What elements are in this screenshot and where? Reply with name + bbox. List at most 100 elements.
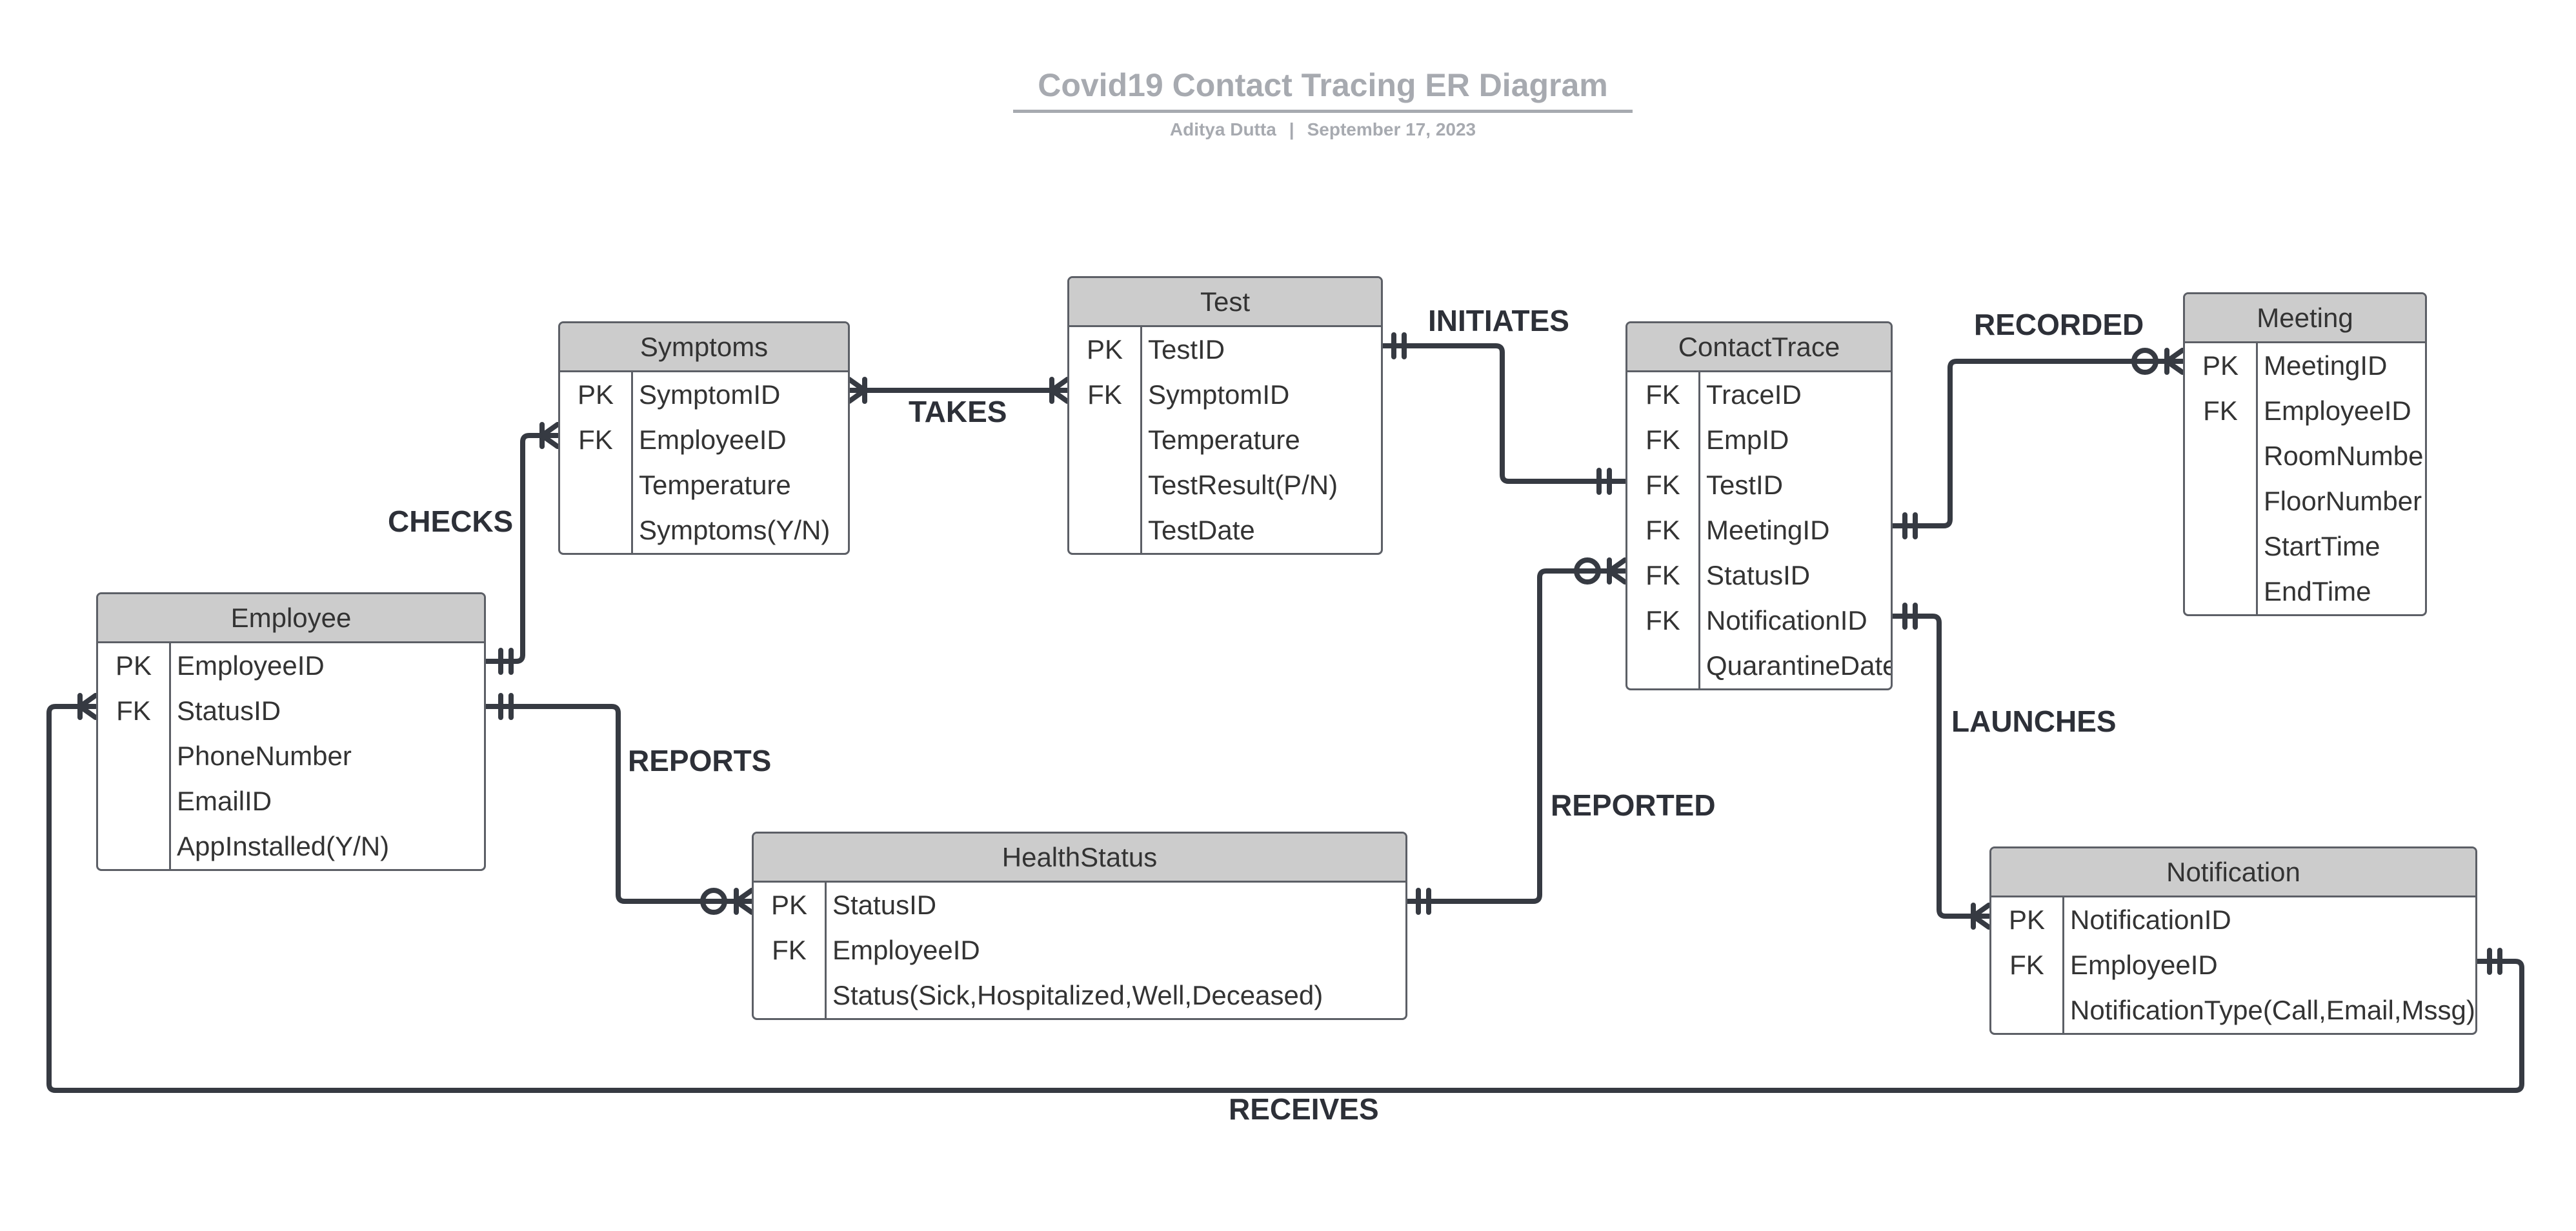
attribute-row: PhoneNumber [98,734,484,779]
key-label: PK [577,379,614,410]
key-label: FK [1645,470,1680,500]
attribute-row: StartTime [2185,524,2425,569]
relationship-label-checks: CHECKS [388,505,514,538]
attribute-row: Temperature [560,463,848,508]
attribute-name: EmployeeID [2264,395,2411,426]
attribute-name: Status(Sick,Hospitalized,Well,Deceased) [832,980,1323,1010]
attribute-name: StartTime [2264,531,2380,561]
attribute-name: NotificationID [2070,905,2231,935]
relationship-label-receives: RECEIVES [1229,1092,1379,1126]
attribute-name: SymptomID [639,379,781,410]
attribute-name: StatusID [177,696,281,726]
subtitle-separator: | [1289,119,1294,139]
attribute-name: FloorNumber [2264,486,2422,516]
entity-header: Meeting [2185,294,2425,343]
author-name: Aditya Dutta [1169,119,1276,139]
attribute-name: RoomNumber [2264,441,2427,471]
attribute-row: EmailID [98,779,484,824]
relationship-label-reported: REPORTED [1551,788,1716,822]
attribute-row: FloorNumber [2185,479,2425,524]
attribute-name: EmployeeID [639,425,787,455]
attribute-row: AppInstalled(Y/N) [98,824,484,869]
key-label: PK [2008,905,2046,935]
key-label: FK [578,425,613,455]
attribute-name: MeetingID [2264,350,2388,381]
attribute-name: TestResult(P/N) [1148,470,1338,500]
attribute-row: TestDate [1069,508,1381,553]
diagram-title: Covid19 Contact Tracing ER Diagram [1038,67,1608,103]
key-label: FK [116,696,151,726]
entity-symptoms[interactable]: Symptoms PK SymptomID FK EmployeeID Temperat… [558,321,850,555]
column-divider [631,372,633,553]
attribute-name: NotificationID [1706,605,1867,636]
key-label: FK [1645,379,1680,410]
diagram-header: Covid19 Contact Tracing ER Diagram Adity… [1013,65,1633,140]
diagram-subtitle: Aditya Dutta | September 17, 2023 [1013,119,1633,140]
diagram-date: September 17, 2023 [1307,119,1476,139]
attribute-name: NotificationType(Call,Email,Mssg) [2070,995,2475,1025]
attribute-row: Temperature [1069,417,1381,463]
attribute-name: PhoneNumber [177,741,352,771]
attribute-name: MeetingID [1706,515,1830,545]
relationship-label-reports: REPORTS [628,744,772,777]
attribute-row: PK SymptomID [560,372,848,417]
attribute-row: PK NotificationID [1991,897,2475,943]
relationship-label-recorded: RECORDED [1974,308,2144,341]
attribute-row: QuarantineDate [1627,643,1891,688]
attribute-name: EmployeeID [2070,950,2218,980]
column-divider [1140,327,1142,553]
attribute-name: Temperature [639,470,791,500]
key-label: FK [1087,379,1122,410]
connector-checks [483,422,560,675]
attribute-row: PK TestID [1069,327,1381,372]
attribute-row: EndTime [2185,569,2425,614]
key-label: FK [1645,560,1680,590]
connector-reported [1404,557,1627,915]
connector-takes [847,377,1070,404]
attribute-name: EmployeeID [177,650,325,681]
relationship-label-takes: TAKES [909,395,1007,428]
connector-recorded [1889,348,2185,539]
attribute-row: FK StatusID [98,688,484,734]
attribute-name: TestID [1706,470,1784,500]
attribute-name: TestID [1148,334,1225,365]
attribute-name: AppInstalled(Y/N) [177,831,390,861]
attribute-name: StatusID [832,890,937,920]
attribute-name: EndTime [2264,576,2371,606]
key-label: FK [1645,515,1680,545]
entity-header: HealthStatus [754,834,1405,883]
key-label: PK [1086,334,1123,365]
relationship-label-launches: LAUNCHES [1951,705,2117,738]
attribute-name: EmployeeID [832,935,980,965]
entity-header: Symptoms [560,323,848,372]
column-divider [825,883,827,1018]
attribute-name: EmailID [177,786,272,816]
connector-reports [483,693,754,915]
connector-receives [46,693,2524,1093]
attribute-row: RoomNumber [2185,434,2425,479]
attribute-name: QuarantineDate [1706,650,1893,681]
attribute-row: NotificationType(Call,Email,Mssg) [1991,988,2475,1033]
connector-initiates [1380,332,1627,495]
attribute-row: FK MeetingID [1627,508,1891,553]
connector-launches [1889,603,1991,930]
attribute-row: Status(Sick,Hospitalized,Well,Deceased) [754,973,1405,1018]
attribute-row: Symptoms(Y/N) [560,508,848,553]
key-label: PK [2202,350,2239,381]
attribute-name: Temperature [1148,425,1300,455]
title-underline [1013,110,1633,113]
key-label: PK [770,890,808,920]
